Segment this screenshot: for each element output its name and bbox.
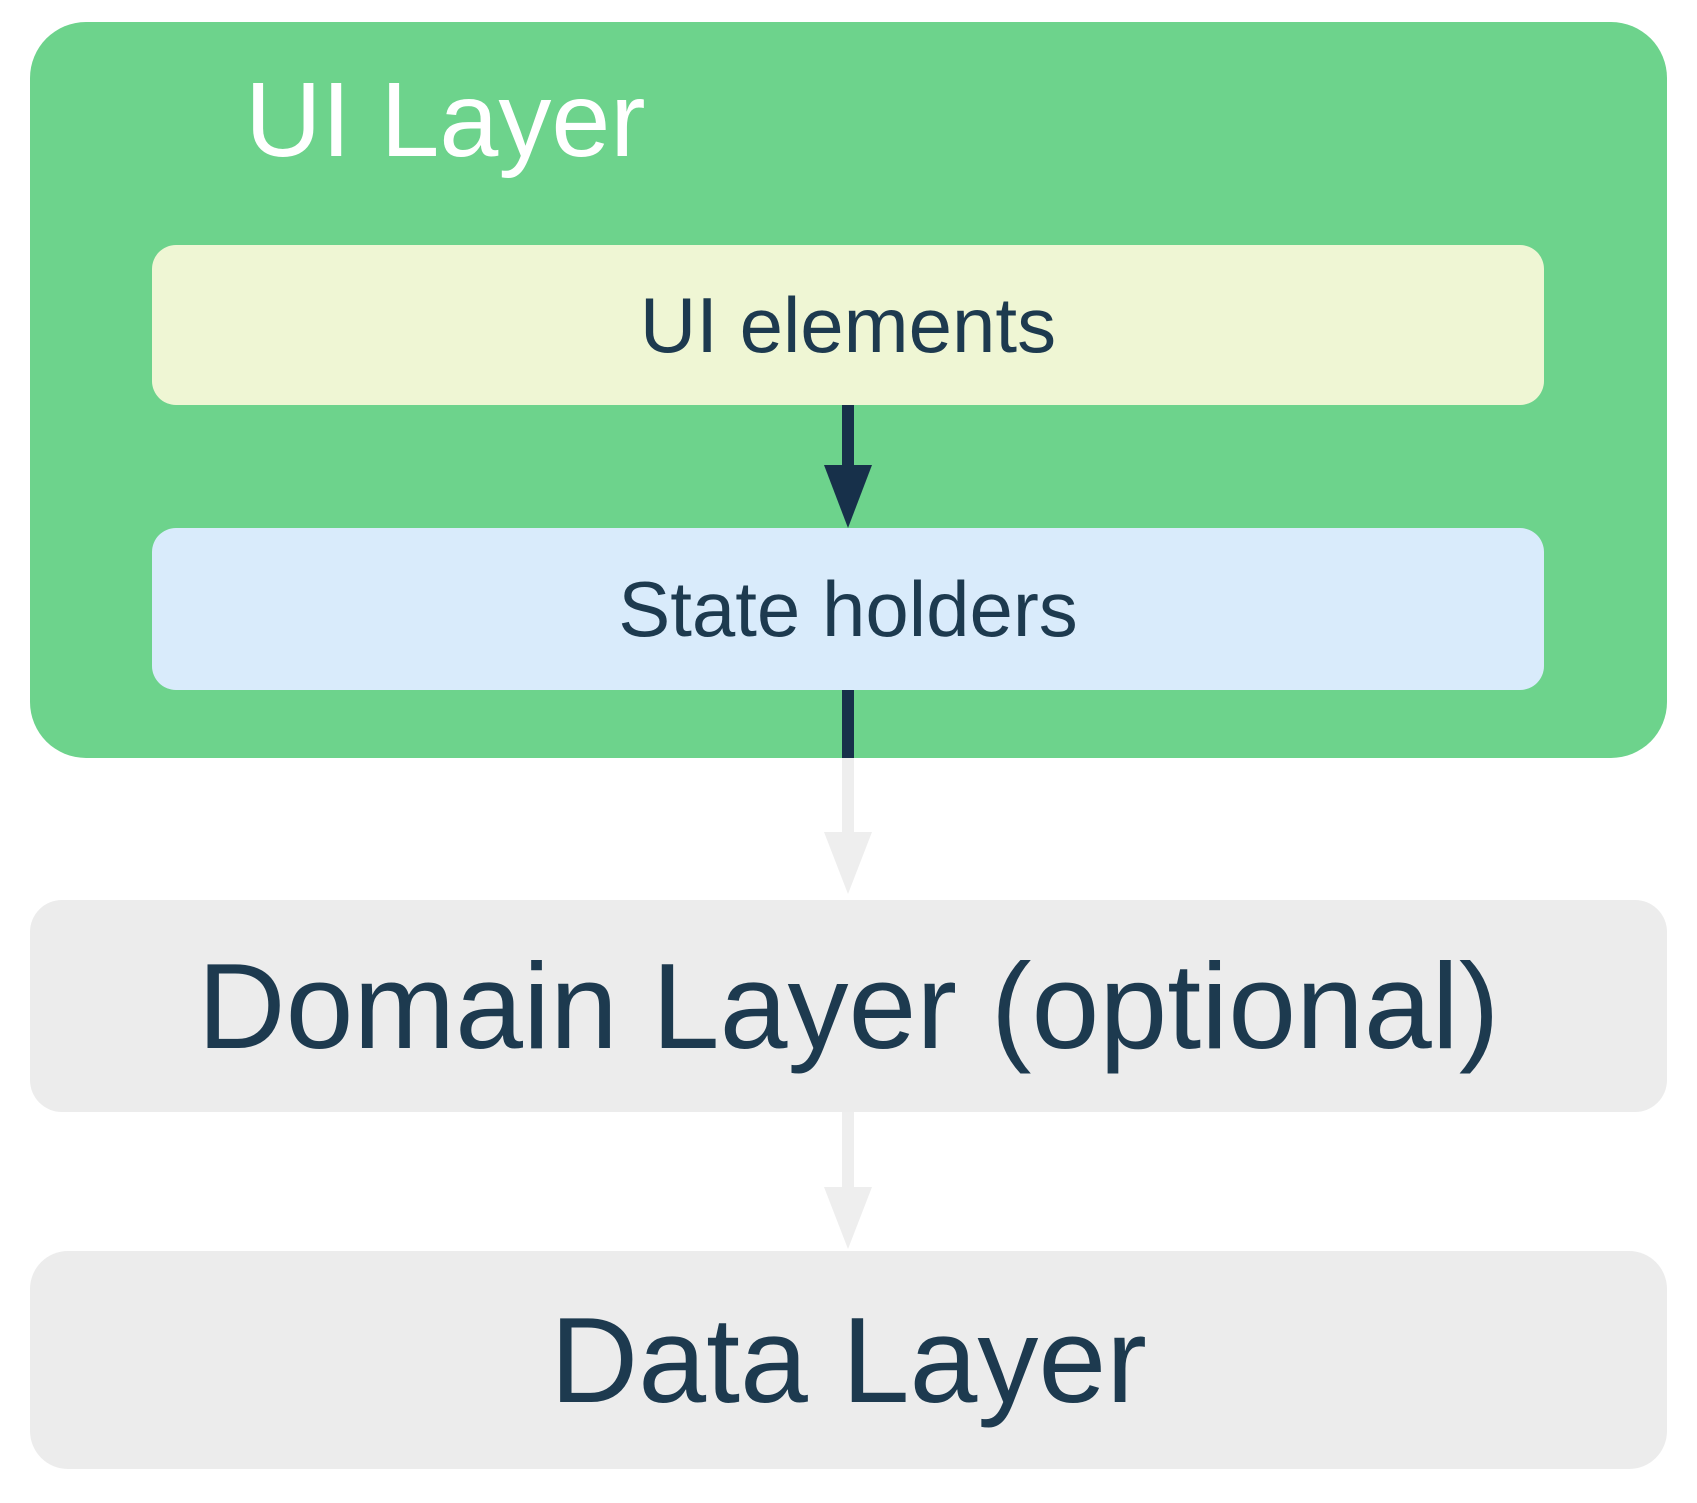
down-arrow-icon (842, 690, 854, 758)
down-arrow-icon (824, 832, 872, 894)
domain-layer-title: Domain Layer (optional) (197, 938, 1500, 1074)
ui-elements-box: UI elements (152, 245, 1544, 405)
data-layer-title: Data Layer (550, 1292, 1147, 1428)
down-arrow-icon (824, 1187, 872, 1249)
ui-layer-box: UI Layer UI elements State holders (30, 22, 1667, 758)
down-arrow-icon (824, 465, 872, 528)
state-holders-label: State holders (618, 564, 1078, 653)
down-arrow-icon (842, 405, 854, 471)
down-arrow-icon (842, 758, 854, 834)
ui-elements-label: UI elements (639, 280, 1057, 369)
data-layer-box: Data Layer (30, 1251, 1667, 1469)
state-holders-box: State holders (152, 528, 1544, 690)
down-arrow-icon (842, 1112, 854, 1189)
ui-layer-title: UI Layer (245, 61, 646, 179)
domain-layer-box: Domain Layer (optional) (30, 900, 1667, 1112)
